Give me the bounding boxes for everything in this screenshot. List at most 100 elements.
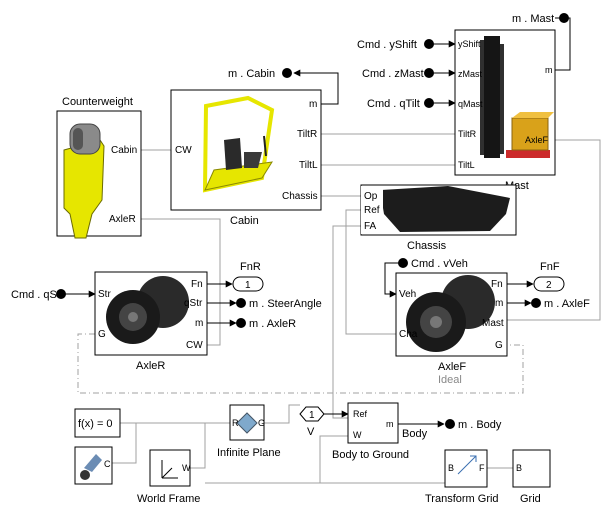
tag-m-steerangle: m . SteerAngle <box>249 298 322 310</box>
chassis-port-fa: FA <box>364 221 377 232</box>
axlef-port-veh: Veh <box>399 289 416 300</box>
fx-label: f(x) = 0 <box>78 418 113 430</box>
axler-block[interactable]: Str Fn qStr m G CW AxleR <box>94 271 208 372</box>
body-to-ground-block[interactable]: Ref W m Body to Ground Body m . Body <box>332 402 502 461</box>
world-frame-frame <box>149 449 191 487</box>
grid-title: Grid <box>520 493 541 505</box>
cabin-port-m: m <box>309 99 317 110</box>
gear-icon <box>80 470 90 480</box>
mast-signal-tags: m . Mast Cmd . yShift Cmd . zMast Cmd . … <box>357 13 569 110</box>
fx-block[interactable]: f(x) = 0 <box>74 408 121 438</box>
tag-m-axlef-dot <box>531 298 541 308</box>
tag-m-cabin: m . Cabin <box>228 68 275 80</box>
counterweight-block[interactable]: Counterweight Cabin AxleR <box>56 96 142 239</box>
tag-cmd-qtilt-dot <box>424 98 434 108</box>
world-frame-title: World Frame <box>137 493 200 505</box>
transform-grid-port-b: B <box>448 463 454 473</box>
axler-image <box>106 276 189 344</box>
physical-connections <box>112 133 601 484</box>
cabin-port-cw: CW <box>175 145 192 156</box>
tag-cmd-qtilt: Cmd . qTilt <box>367 98 420 110</box>
tag-m-axler: m . AxleR <box>249 318 296 330</box>
cabin-frame <box>170 89 322 211</box>
cabin-image <box>202 95 275 193</box>
counterweight-port-axler: AxleR <box>109 214 136 225</box>
v-inport-label: V <box>307 426 315 438</box>
tag-cmd-vveh-dot <box>398 258 408 268</box>
tag-cmd-qstr-dot <box>56 289 66 299</box>
chassis-image <box>380 186 510 232</box>
chassis-port-ref: Ref <box>364 205 380 216</box>
outport-fnf-number: 2 <box>546 280 552 291</box>
outport-fnr[interactable] <box>232 276 264 292</box>
axlef-block[interactable]: Veh Fn Cha Mast m G AxleF Ideal <box>395 272 508 386</box>
grid-frame <box>512 449 551 488</box>
outport-fnr-number: 1 <box>245 280 251 291</box>
axler-signal-tags: Cmd . qStr FnR 1 m . SteerAngle m . Axle… <box>11 261 322 330</box>
axler-port-str: Str <box>98 289 111 300</box>
axlef-signal-tags: Cmd . vVeh FnF 2 m . AxleF <box>398 258 590 310</box>
config-port-c: C <box>104 459 111 469</box>
mast-port-tiltr: TiltR <box>458 129 477 139</box>
mast-port-tiltl: TiltL <box>458 160 475 170</box>
axes-icon <box>161 460 178 479</box>
counterweight-port-cabin: Cabin <box>111 145 137 156</box>
mast-port-yshift: yShift <box>458 39 481 49</box>
chassis-title: Chassis <box>407 240 447 252</box>
tag-cmd-yshift-dot <box>424 39 434 49</box>
body-to-ground-title: Body to Ground <box>332 449 409 461</box>
plane-icon <box>236 412 258 434</box>
tag-cmd-zmast: Cmd . zMast <box>362 68 424 80</box>
transform-grid-port-f: F <box>479 463 485 473</box>
cabin-port-tiltr: TiltR <box>297 129 317 140</box>
axlef-title: AxleF <box>438 361 466 373</box>
chassis-block[interactable]: Op Ref FA Chassis <box>360 184 517 252</box>
tag-m-body-dot <box>445 419 455 429</box>
cabin-block[interactable]: CW m TiltR TiltL Chassis Cabin <box>170 89 322 227</box>
tag-m-mast: m . Mast <box>512 13 554 25</box>
config-block[interactable]: C <box>74 446 113 485</box>
transform-icon <box>457 455 477 475</box>
chassis-port-op: Op <box>364 191 378 202</box>
tag-m-axler-dot <box>236 318 246 328</box>
cabin-port-tiltl: TiltL <box>299 160 318 171</box>
mast-port-m: m <box>545 65 553 75</box>
transform-grid-block[interactable]: B F Transform Grid <box>425 449 499 505</box>
tag-cmd-vveh: Cmd . vVeh <box>411 258 468 270</box>
signal-connections <box>65 17 571 428</box>
mast-port-zmast: zMast <box>458 69 483 79</box>
ground-contact-link <box>77 333 524 394</box>
world-frame-port-w: W <box>182 463 191 473</box>
cabin-port-chassis: Chassis <box>282 191 318 202</box>
body-to-ground-port-ref: Ref <box>353 409 368 419</box>
fx-frame <box>74 408 121 438</box>
wrench-icon <box>84 454 102 472</box>
tag-m-axlef: m . AxleF <box>544 298 590 310</box>
axler-title: AxleR <box>136 360 165 372</box>
axlef-port-cha: Cha <box>399 329 418 340</box>
world-frame-block[interactable]: W World Frame <box>137 449 200 505</box>
infinite-plane-block[interactable]: R G Infinite Plane <box>217 404 281 459</box>
infinite-plane-port-r: R <box>232 418 239 428</box>
body-to-ground-port-m: m <box>386 419 394 429</box>
axlef-port-g: G <box>495 340 503 351</box>
axlef-port-mast: Mast <box>482 318 504 329</box>
counterweight-title: Counterweight <box>62 96 133 108</box>
mast-block[interactable]: yShift zMast qMast TiltR TiltL AxleF m M… <box>454 29 556 192</box>
body-to-ground-frame <box>347 402 399 444</box>
outport-fnf[interactable] <box>533 276 565 292</box>
grid-block[interactable]: B Grid <box>512 449 551 505</box>
transform-grid-frame <box>444 449 488 488</box>
transform-grid-title: Transform Grid <box>425 493 499 505</box>
tag-m-steerangle-dot <box>236 298 246 308</box>
mast-port-qmast: qMast <box>458 99 483 109</box>
axler-port-fn: Fn <box>191 279 203 290</box>
axlef-subtitle: Ideal <box>438 374 462 386</box>
axler-port-qstr: qStr <box>184 298 203 309</box>
axler-port-cw: CW <box>186 340 203 351</box>
body-to-ground-port-w: W <box>353 430 362 440</box>
tag-cmd-qstr: Cmd . qStr <box>11 289 64 301</box>
v-inport[interactable]: 1 V <box>299 406 325 438</box>
tag-m-body: m . Body <box>458 419 502 431</box>
